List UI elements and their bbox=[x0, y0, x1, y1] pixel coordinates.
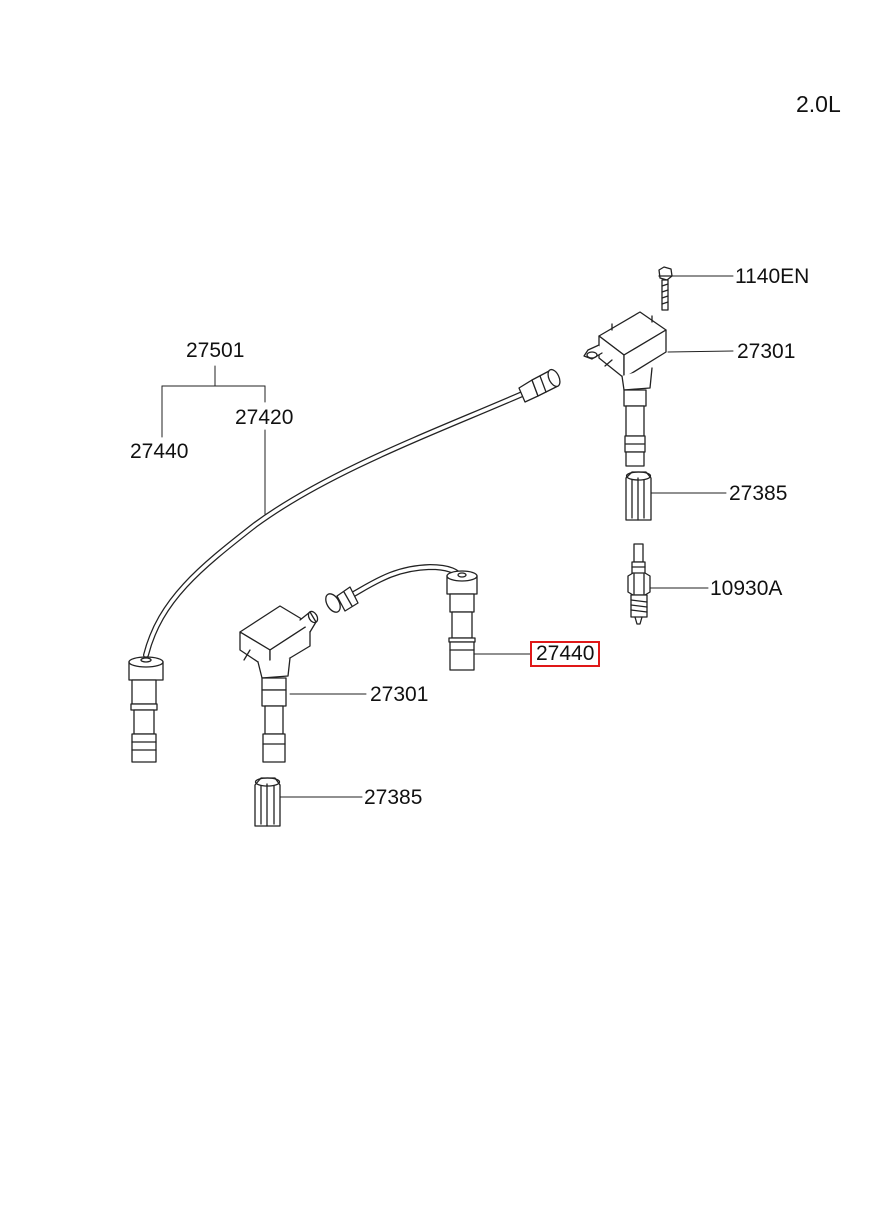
callout-cable-set[interactable]: 27501 bbox=[186, 339, 245, 362]
callout-bolt[interactable]: 1140EN bbox=[735, 265, 810, 288]
boot-front-part bbox=[254, 777, 281, 827]
bolt-part bbox=[658, 266, 673, 311]
callout-boot-front[interactable]: 27385 bbox=[364, 786, 423, 809]
callout-coil-front[interactable]: 27301 bbox=[370, 683, 429, 706]
callout-coil-rear[interactable]: 27301 bbox=[737, 340, 796, 363]
callout-cable-long[interactable]: 27420 bbox=[235, 406, 294, 429]
spark-plug-part bbox=[627, 543, 651, 625]
callout-boot-rear[interactable]: 27385 bbox=[729, 482, 788, 505]
ignition-coil-rear-part bbox=[583, 311, 667, 467]
boot-rear-part bbox=[625, 471, 652, 521]
leader-lines bbox=[161, 275, 734, 798]
short-cable-part bbox=[325, 564, 478, 671]
engine-label: 2.0L bbox=[796, 91, 841, 117]
ignition-coil-front-part bbox=[239, 605, 319, 763]
callout-spark-plug[interactable]: 10930A bbox=[710, 577, 783, 600]
callout-cable-short-selected[interactable]: 27440 bbox=[530, 641, 601, 667]
long-cable-part bbox=[128, 368, 561, 763]
callout-cable-short-left[interactable]: 27440 bbox=[130, 440, 189, 463]
